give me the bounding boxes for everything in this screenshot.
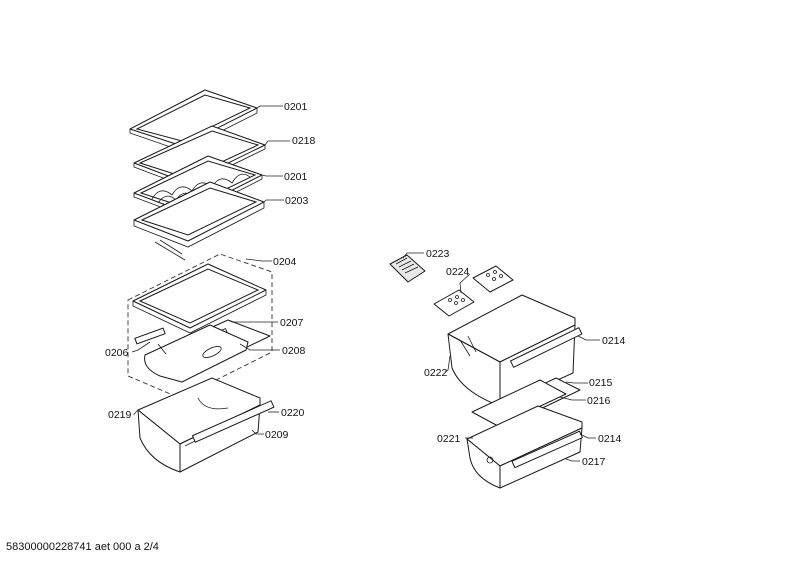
callout-0204: 0204 xyxy=(273,256,297,268)
callout-0221: 0221 xyxy=(437,433,461,445)
glass-shelf-0204 xyxy=(132,263,267,334)
freezer-drawer-0222 xyxy=(447,294,583,407)
crisper-drawer-0219 xyxy=(137,377,275,473)
callout-0216: 0216 xyxy=(587,395,611,407)
callout-0218: 0218 xyxy=(292,135,316,147)
separator-plate-0216 xyxy=(471,379,567,427)
document-footer-id: 58300000228741 aet 000 a 2/4 xyxy=(6,541,159,553)
callout-0203: 0203 xyxy=(285,195,309,207)
callout-0214-lower: 0214 xyxy=(598,433,622,445)
callout-0219: 0219 xyxy=(108,409,132,421)
callout-0206: 0206 xyxy=(105,347,129,359)
callout-0201-middle: 0201 xyxy=(284,171,308,183)
callout-0208: 0208 xyxy=(282,345,306,357)
callout-0222: 0222 xyxy=(424,367,448,379)
callout-0214-upper: 0214 xyxy=(602,335,626,347)
clip-0206 xyxy=(134,327,167,355)
leader-lines xyxy=(131,105,600,462)
callout-0201-top: 0201 xyxy=(284,101,308,113)
freezer-drawer-0221 xyxy=(466,405,583,489)
callout-0217: 0217 xyxy=(582,456,606,468)
callout-0215: 0215 xyxy=(589,377,613,389)
callout-0223: 0223 xyxy=(426,248,450,260)
egg-tray-0223 xyxy=(389,254,426,283)
cooling-pad-0224-b xyxy=(472,265,514,293)
callout-0209: 0209 xyxy=(265,429,289,441)
cooling-pad-0224-a xyxy=(433,289,475,317)
callout-0207: 0207 xyxy=(280,317,304,329)
callout-0220: 0220 xyxy=(281,407,305,419)
glass-shelf-0201-top xyxy=(129,89,258,152)
callout-0224: 0224 xyxy=(446,266,470,278)
light-housing-0208 xyxy=(144,324,249,383)
